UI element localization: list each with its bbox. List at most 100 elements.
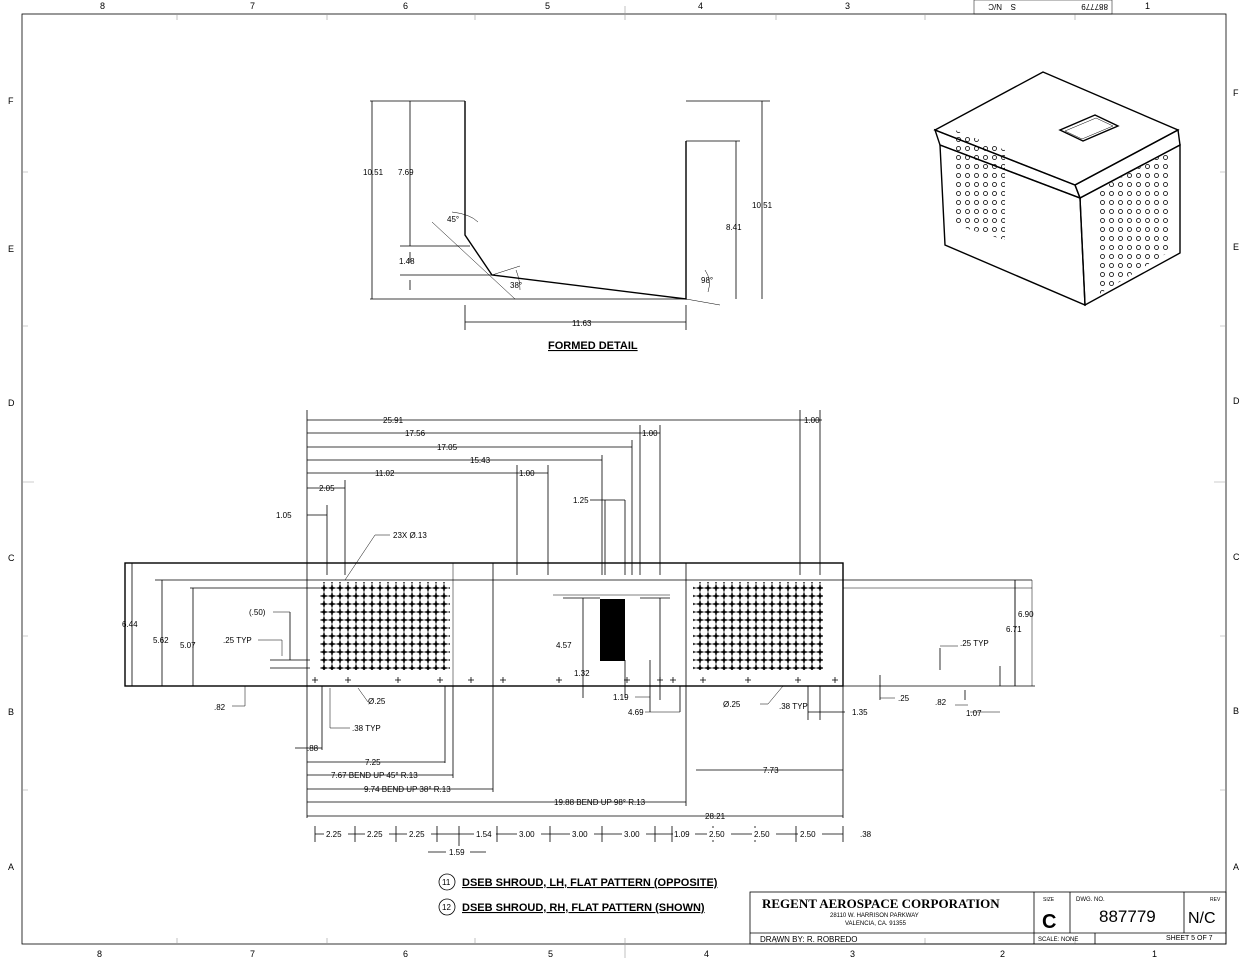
chain-dim: 3.00 <box>624 830 640 839</box>
dim: Ø.25 <box>723 700 741 709</box>
note-text: DSEB SHROUD, LH, FLAT PATTERN (OPPOSITE) <box>462 877 718 889</box>
dwg-label: DWG. NO. <box>1076 897 1105 903</box>
flat-pattern-view: 25.91 17.56 17.05 15.43 11.02 1.00 1.00 … <box>122 410 1035 858</box>
zone-row: E <box>1233 242 1239 252</box>
dim: 5.07 <box>180 641 196 650</box>
zone-col: 4 <box>704 949 709 959</box>
dim: 4.69 <box>628 708 644 717</box>
zone-col: 7 <box>250 1 255 11</box>
note-text: DSEB SHROUD, RH, FLAT PATTERN (SHOWN) <box>462 902 705 914</box>
rev-label: REV <box>1210 897 1221 903</box>
zone-col: 8 <box>97 949 102 959</box>
chain-dim: 2.25 <box>409 830 425 839</box>
chain-dim: 1.59 <box>449 848 465 857</box>
dim: 15.43 <box>470 456 491 465</box>
drawn-by: DRAWN BY: R. ROBREDO <box>760 935 858 944</box>
perforation-right <box>693 582 823 670</box>
chain-dim: 1.09 <box>674 830 690 839</box>
zone-col: 2 <box>1000 949 1005 959</box>
dim: 9.74 BEND UP 38° R.13 <box>364 785 451 794</box>
dim-height-left: 10.51 <box>363 168 384 177</box>
dim-height-right: 10.51 <box>752 201 773 210</box>
hole-callout: 23X Ø.13 <box>393 531 427 540</box>
zone-col: 8 <box>100 1 105 11</box>
dim: .25 TYP <box>960 639 989 648</box>
title-block: REGENT AEROSPACE CORPORATION 28110 W. HA… <box>749 891 1227 945</box>
zone-col: 4 <box>698 1 703 11</box>
zone-row: B <box>1233 706 1239 716</box>
zone-row: C <box>8 553 15 563</box>
scale: SCALE: NONE <box>1038 937 1078 943</box>
dim: 7.25 <box>365 758 381 767</box>
dim: 1.00 <box>804 416 820 425</box>
isometric-view <box>933 71 1181 307</box>
chain-dim: 2.50 <box>709 830 725 839</box>
dim-height-mid: 1.48 <box>399 257 415 266</box>
dim: 1.19 <box>613 693 629 702</box>
dim: .82 <box>214 703 226 712</box>
zone-col: 6 <box>403 1 408 11</box>
dim: 17.56 <box>405 429 426 438</box>
chain-dim: 3.00 <box>519 830 535 839</box>
zone-row: B <box>8 707 14 717</box>
dim: 7.73 <box>763 766 779 775</box>
svg-text:887779: 887779 <box>1081 2 1108 11</box>
dim: 1.32 <box>574 669 590 678</box>
chain-dim: 1.54 <box>476 830 492 839</box>
dim: 1.25 <box>573 496 589 505</box>
zone-col: 3 <box>845 1 850 11</box>
dim: 4.57 <box>556 641 572 650</box>
dim: (.50) <box>249 608 266 617</box>
zone-row: C <box>1233 552 1240 562</box>
dim: 17.05 <box>437 443 458 452</box>
dim: Ø.25 <box>368 697 386 706</box>
chain-dim: .38 <box>860 830 872 839</box>
cutout <box>600 599 625 661</box>
dim: 5.62 <box>153 636 169 645</box>
zone-row: E <box>8 244 14 254</box>
dim: 28.21 <box>705 812 726 821</box>
chain-dim: 2.25 <box>326 830 342 839</box>
zone-col: 6 <box>403 949 408 959</box>
dim: 11.02 <box>375 469 395 478</box>
dim: 6.44 <box>122 620 138 629</box>
svg-text:N/C: N/C <box>988 2 1002 11</box>
dim: 6.71 <box>1006 625 1022 634</box>
company-city: VALENCIA, CA. 91355 <box>845 921 907 927</box>
note-number: 11 <box>442 878 451 887</box>
dim: .38 TYP <box>352 724 381 733</box>
angle-45: 45° <box>447 215 459 224</box>
dim-width: 11.63 <box>572 319 592 328</box>
chain-dim: 2.25 <box>367 830 383 839</box>
zone-col: 1 <box>1152 949 1157 959</box>
formed-detail-title: FORMED DETAIL <box>548 340 638 352</box>
dim: 19.88 BEND UP 98° R.13 <box>554 798 646 807</box>
zone-col: 3 <box>850 949 855 959</box>
dim: .25 <box>898 694 910 703</box>
dim: 1.05 <box>276 511 292 520</box>
dim: .82 <box>935 698 947 707</box>
dim: 1.35 <box>852 708 868 717</box>
dim-height-inner: 8.41 <box>726 223 742 232</box>
zone-col: 1 <box>1145 1 1150 11</box>
dim: 1.07 <box>966 709 982 718</box>
sheet-number: SHEET 5 OF 7 <box>1166 935 1213 942</box>
size-label: SIZE <box>1043 897 1055 903</box>
sheet-border <box>21 13 1227 945</box>
zone-col: 7 <box>250 949 255 959</box>
angle-98: 98° <box>701 276 713 285</box>
dim: 25.91 <box>383 416 404 425</box>
dim: .25 TYP <box>223 636 252 645</box>
dim: .88 <box>307 744 319 753</box>
zone-col: 5 <box>545 1 550 11</box>
company-address: 28110 W. HARRISON PARKWAY <box>830 913 919 919</box>
rev-value: N/C <box>1188 910 1216 927</box>
chain-dim: 3.00 <box>572 830 588 839</box>
dim: 1.00 <box>519 469 535 478</box>
zone-row: D <box>8 398 15 408</box>
dwg-number: 887779 <box>1099 907 1156 926</box>
dim: 7.67 BEND UP 45° R.13 <box>331 771 418 780</box>
dim: .38 TYP <box>779 702 808 711</box>
company-name: REGENT AEROSPACE CORPORATION <box>762 896 1000 911</box>
